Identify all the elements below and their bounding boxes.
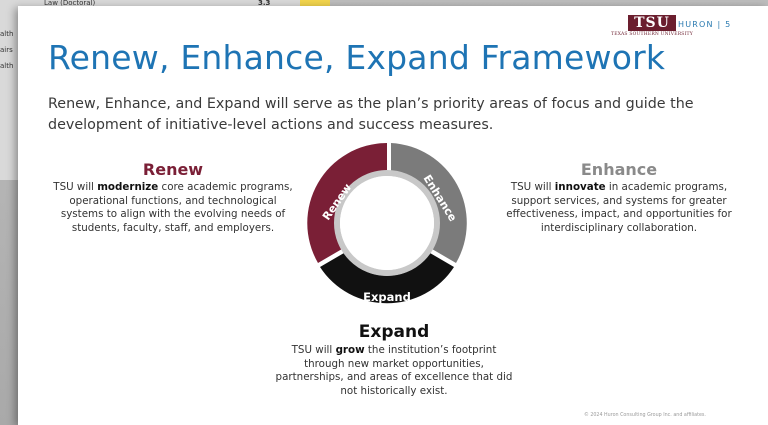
expand-segment-label: Expand: [363, 290, 411, 304]
expand-pillar: Expand TSU will grow the institution’s f…: [270, 322, 518, 398]
expand-heading: Expand: [358, 322, 430, 342]
wheel-center: [340, 176, 434, 270]
copyright-footer: © 2024 Huron Consulting Group Inc. and a…: [584, 413, 706, 418]
highlight-cell: [300, 0, 330, 10]
expand-description: TSU will grow the institution’s footprin…: [275, 344, 513, 397]
table-row: airs: [0, 44, 330, 56]
table-row: Law (Doctoral) 3.3: [0, 0, 330, 9]
inner-ring: [334, 170, 440, 276]
logo-subtitle: TEXAS SOUTHERN UNIVERSITY: [611, 32, 693, 37]
intro-text: Renew, Enhance, and Expand will serve as…: [48, 96, 694, 133]
table-row: alth: [0, 60, 330, 72]
enhance-heading: Enhance: [580, 160, 658, 179]
logo-mark: TSU: [628, 15, 676, 31]
table-row: alth: [0, 28, 330, 40]
renew-segment: [307, 143, 387, 263]
enhance-description: TSU will innovate in academic programs, …: [506, 181, 732, 234]
row-label: alth: [0, 62, 14, 70]
huron-page-label: HURON | 5: [678, 20, 732, 29]
renew-heading: Renew: [142, 160, 204, 179]
row-label: airs: [0, 46, 13, 54]
slide-title: Renew, Enhance, Expand Framework: [48, 38, 666, 77]
framework-wheel: Renew Enhance Expand: [307, 143, 467, 304]
renew-pillar: Renew TSU will modernize core academic p…: [48, 160, 298, 235]
row-label: alth: [0, 30, 14, 38]
presentation-slide: TSU TEXAS SOUTHERN UNIVERSITY HURON | 5 …: [18, 6, 768, 425]
enhance-segment: [391, 143, 467, 263]
enhance-pillar: Enhance TSU will innovate in academic pr…: [496, 160, 742, 235]
row-value: 3.3: [258, 0, 271, 7]
tsu-logo: TSU TEXAS SOUTHERN UNIVERSITY: [610, 12, 694, 38]
renew-description: TSU will modernize core academic program…: [53, 181, 293, 234]
row-label: Law (Doctoral): [44, 0, 96, 7]
expand-segment: [320, 253, 454, 304]
